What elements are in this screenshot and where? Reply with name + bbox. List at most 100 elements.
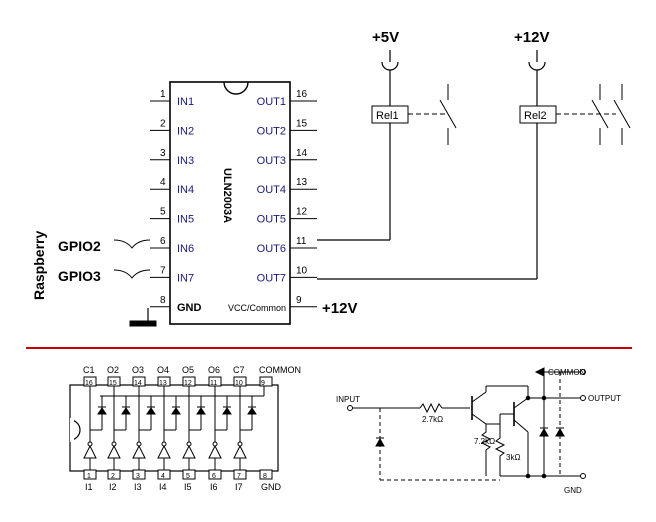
left-pin-number: 7 [160, 265, 166, 276]
left-pin-number: 5 [160, 207, 166, 218]
dip-bottom-label: I1 [85, 482, 93, 492]
dip-bottom-pin-number: 4 [161, 473, 165, 480]
right-pin-label: OUT2 [257, 125, 286, 137]
dip-diode [97, 407, 107, 415]
right-pin-label: OUT5 [257, 214, 286, 226]
gpio2-wire [113, 239, 151, 249]
dip-bottom-pin-number: 8 [263, 473, 267, 480]
dip-buffer-bubble [87, 441, 93, 447]
right-pin-label: OUT1 [257, 96, 286, 108]
left-pin-number: 6 [160, 236, 166, 247]
dip-buffer-bubble [212, 441, 218, 447]
left-pin-label: IN4 [177, 184, 194, 196]
chip-name: ULN2003A [221, 168, 233, 223]
right-pin-label: VCC/Common [228, 303, 286, 313]
right-pin-label: OUT3 [257, 155, 286, 167]
right-pin-label: OUT6 [257, 243, 286, 255]
dip-diode [171, 407, 181, 415]
right-pin-number: 9 [296, 295, 302, 306]
right-pin-number: 10 [296, 265, 308, 276]
dip-bottom-label: I3 [134, 482, 142, 492]
dip-buffer-triangle [182, 444, 196, 459]
dip-diode [247, 407, 257, 415]
dip-buffer-triangle [233, 444, 247, 459]
dip-buffer-bubble [161, 441, 167, 447]
dip-top-label: COMMON [259, 365, 301, 375]
dip-bottom-pin-number: 1 [87, 473, 91, 480]
right-pin-number: 13 [296, 177, 308, 188]
common-label: COMMON [548, 368, 586, 377]
dip-driver-symbols [83, 386, 257, 470]
dip-diode [121, 407, 131, 415]
dip-top-pin-number: 15 [109, 380, 117, 387]
dip-buffer-triangle [157, 444, 171, 459]
right-pin-number: 12 [296, 207, 308, 218]
dip-top-label: O4 [157, 365, 169, 375]
gpio3-label: GPIO3 [58, 268, 101, 284]
gpio2-label: GPIO2 [58, 238, 101, 254]
left-pin-label: IN7 [177, 272, 194, 284]
dip-top-pin-number: 9 [261, 380, 265, 387]
dip-buffer-bubble [237, 441, 243, 447]
dip-buffer-bubble [111, 441, 117, 447]
dip-top-pin-number: 10 [235, 380, 243, 387]
dip-top-label: O2 [107, 365, 119, 375]
gpio3-wire [113, 269, 151, 279]
supply-12v-label: +12V [514, 29, 549, 46]
dip-top-pin-number: 11 [210, 380, 217, 387]
dip-top-pin-number: 12 [184, 380, 192, 387]
dip-bottom-pin-number: 3 [136, 473, 140, 480]
dip-top-pin-number: 13 [159, 380, 167, 387]
right-pin-label: OUT7 [257, 272, 286, 284]
dip-bottom-label: I6 [210, 482, 218, 492]
dip-top-pin-number: 16 [85, 380, 93, 387]
dip-top-pin-box [259, 376, 273, 387]
right-pin-label: OUT4 [257, 184, 286, 196]
uln2003a-wiring [169, 81, 291, 325]
output-label: OUTPUT [588, 394, 621, 403]
left-pin-label: IN2 [177, 125, 194, 137]
left-pin-label: IN3 [177, 155, 194, 167]
left-pin-number: 4 [160, 177, 166, 188]
dip-bottom-label: I7 [235, 482, 243, 492]
r3-label: 3kΩ [506, 453, 520, 462]
left-pin-number: 1 [160, 89, 166, 100]
dip-bottom-pin-number: 2 [111, 473, 115, 480]
board-label: Raspberry [31, 231, 47, 300]
schematic-diodes [375, 367, 565, 479]
dip-bottom-label: I2 [109, 482, 117, 492]
dip-buffer-bubble [186, 441, 192, 447]
dip-buffer-triangle [132, 444, 146, 459]
right-pin-number: 14 [296, 148, 308, 159]
right-pin-number: 16 [296, 89, 308, 100]
right-pin-number: 15 [296, 118, 308, 129]
dip-top-label: O5 [182, 365, 194, 375]
dip-package [69, 384, 279, 472]
dip-bottom-pin-number: 6 [212, 473, 216, 480]
right-pins: 16OUT115OUT214OUT313OUT412OUT511OUT610OU… [228, 89, 317, 313]
gnd-label: GND [564, 486, 582, 495]
left-pin-label: IN5 [177, 214, 194, 226]
r2-label: 7.2kΩ [474, 437, 495, 446]
left-pin-number: 2 [160, 118, 166, 129]
dip-bottom-pin-number: 7 [237, 473, 241, 480]
dip-bottom-pin-number: 5 [186, 473, 190, 480]
r1-label: 2.7kΩ [422, 415, 443, 424]
left-pin-label: IN6 [177, 243, 194, 255]
left-pin-number: 3 [160, 148, 166, 159]
dip-bottom-label: GND [261, 482, 282, 492]
vcc-supply-label: +12V [322, 300, 357, 317]
dip-buffer-triangle [107, 444, 121, 459]
chip-notch [223, 81, 249, 95]
dip-top-label: C7 [233, 365, 245, 375]
dip-bottom-pin-box [259, 469, 273, 480]
left-pin-number: 8 [160, 295, 166, 306]
relay1-label: Rel1 [376, 110, 399, 122]
chip-body [169, 81, 291, 325]
dip-diode [196, 407, 206, 415]
dip-diode [146, 407, 156, 415]
left-pin-label: IN1 [177, 96, 194, 108]
left-pin-label: GND [177, 302, 202, 314]
